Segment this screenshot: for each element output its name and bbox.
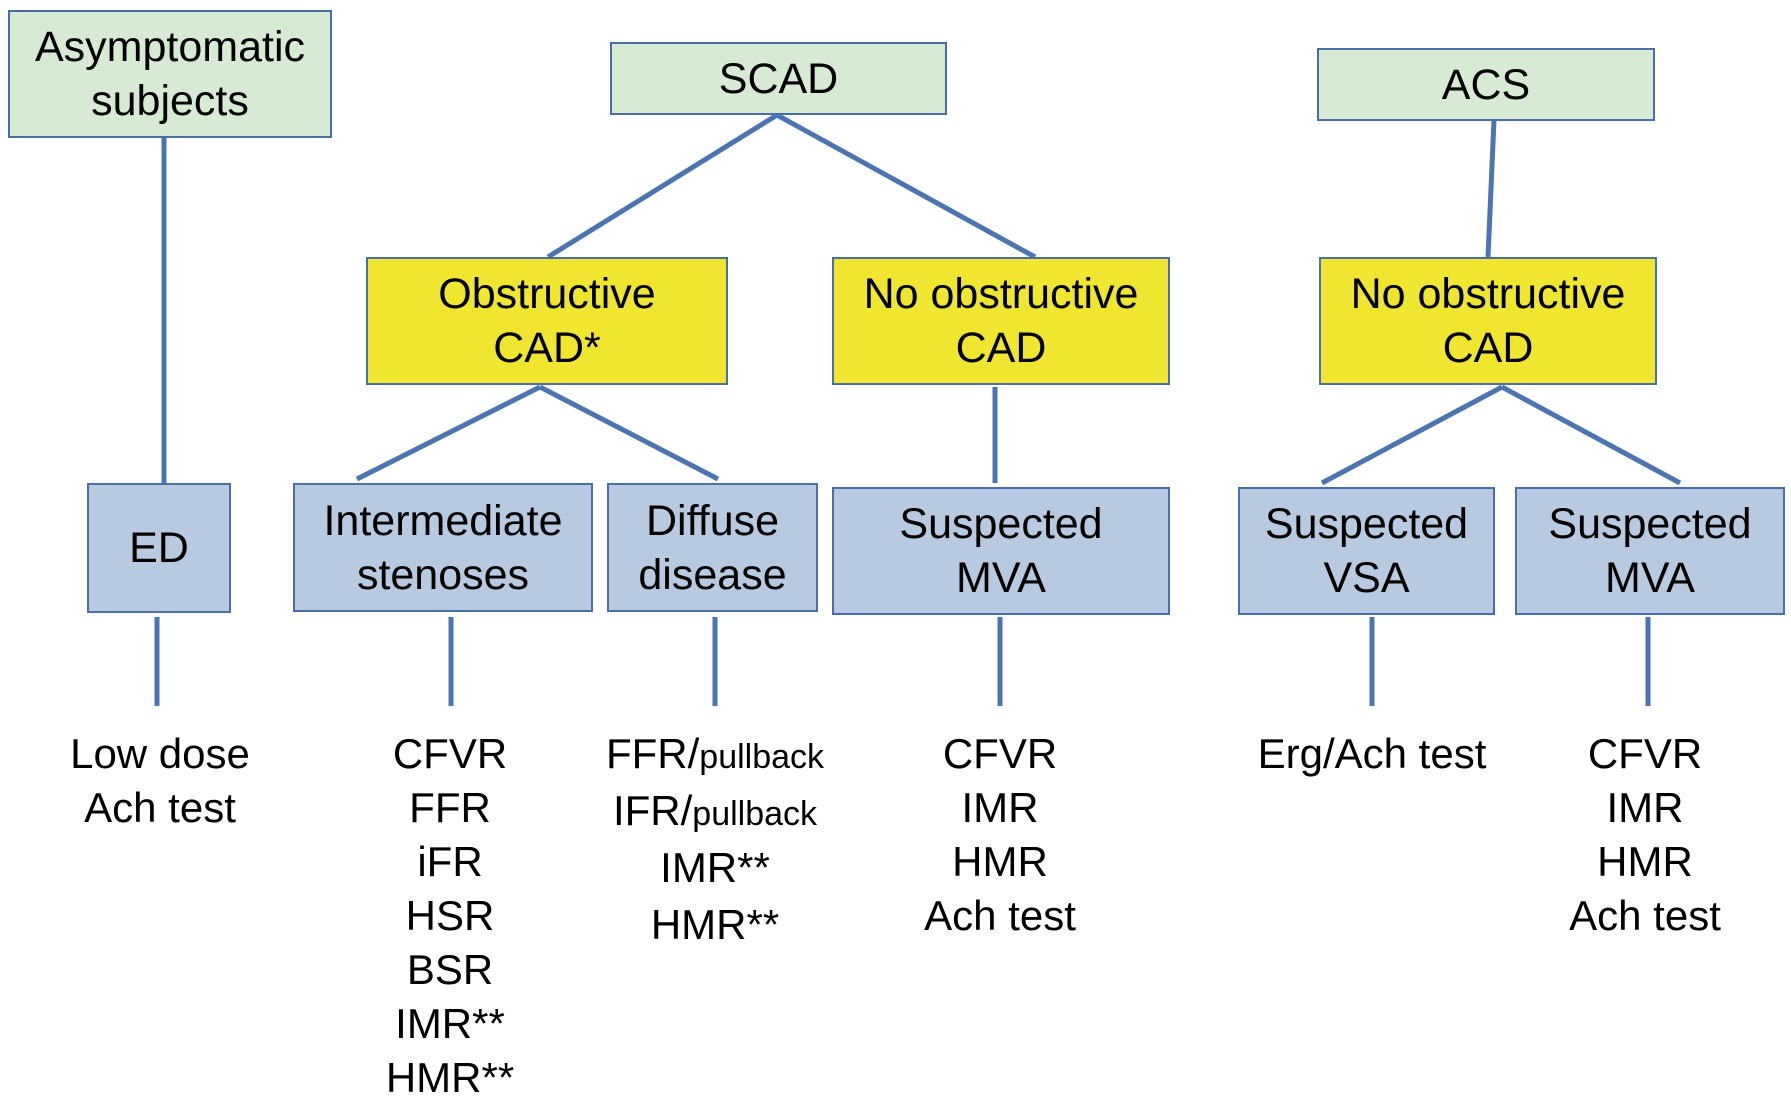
node-label-line: CAD: [955, 324, 1047, 372]
node-acs-suspected-mva: Suspected MVA: [1515, 487, 1785, 615]
node-label-line: CAD*: [493, 324, 601, 372]
test-item-suffix: pullback: [699, 738, 825, 776]
test-item: FFR: [409, 784, 491, 831]
node-label-line: MVA: [956, 554, 1046, 602]
test-item-main: HMR**: [650, 901, 780, 948]
test-item: IMR: [961, 784, 1039, 831]
test-item-suffix: pullback: [692, 795, 818, 833]
node-intermediate-stenoses: Intermediate stenoses: [293, 483, 593, 612]
node-label-line: CAD: [1442, 324, 1534, 372]
node-asymptomatic-subjects: Asymptomatic subjects: [8, 10, 332, 138]
test-item: FFR/pullback: [570, 727, 860, 784]
test-item: HMR**: [570, 898, 860, 955]
node-scad-no-obstructive-cad: No obstructive CAD: [832, 257, 1170, 385]
test-item: HMR**: [385, 1054, 515, 1101]
test-item: HMR: [952, 838, 1048, 885]
node-label-line: MVA: [1605, 554, 1695, 602]
node-ed: ED: [87, 483, 231, 613]
tests-diffuse-disease: FFR/pullback IFR/pullback IMR** HMR**: [570, 727, 860, 955]
test-item: Erg/Ach test: [1257, 730, 1487, 777]
test-item-main: IMR**: [660, 844, 770, 891]
test-item: CFVR: [942, 730, 1058, 777]
node-label-line: SCAD: [718, 54, 839, 103]
tests-intermediate-stenoses: CFVR FFR iFR HSR BSR IMR** HMR**: [340, 727, 560, 1105]
node-label-line: Asymptomatic: [34, 23, 305, 71]
test-item: iFR: [417, 838, 483, 885]
node-label-line: Diffuse: [645, 496, 780, 545]
node-label-line: disease: [638, 550, 787, 599]
connector-acs-mva: [1500, 384, 1682, 486]
test-item: IMR: [1606, 784, 1684, 831]
connector-scad-obstructive: [546, 112, 779, 260]
node-label-line: Suspected: [1264, 500, 1469, 548]
node-label-line: Suspected: [1548, 500, 1752, 548]
test-item-main: IFR/: [612, 787, 693, 834]
node-label-line: Suspected: [899, 500, 1103, 548]
node-label-line: Obstructive: [438, 270, 656, 318]
node-diffuse-disease: Diffuse disease: [607, 483, 818, 612]
test-item: IFR/pullback: [570, 784, 860, 841]
test-item: Ach test: [1569, 892, 1721, 939]
test-item: IMR**: [395, 1000, 505, 1047]
connector-obstructive-diffuse: [538, 384, 720, 482]
test-item-main: FFR/: [605, 730, 700, 777]
connector-acs-no-obstructive: [1485, 119, 1497, 258]
tests-ed: Low dose Ach test: [40, 727, 280, 835]
tests-acs-suspected-mva: CFVR IMR HMR Ach test: [1525, 727, 1765, 943]
node-label-line: ACS: [1441, 60, 1531, 109]
node-scad-suspected-mva: Suspected MVA: [832, 487, 1170, 615]
tests-scad-suspected-mva: CFVR IMR HMR Ach test: [880, 727, 1120, 943]
node-scad: SCAD: [610, 42, 947, 115]
node-label-line: ED: [129, 524, 189, 572]
test-item: BSR: [406, 946, 494, 993]
connector-scad-no-obstructive: [775, 112, 1037, 260]
node-label-line: No obstructive: [1350, 270, 1626, 318]
node-acs: ACS: [1317, 48, 1655, 121]
connector-obstructive-intermediate: [355, 384, 542, 482]
test-item: CFVR: [1587, 730, 1703, 777]
test-item: Low dose: [70, 730, 250, 777]
test-item: IMR**: [570, 841, 860, 898]
connector-acs-vsa: [1320, 384, 1504, 486]
tests-acs-suspected-vsa: Erg/Ach test: [1222, 727, 1522, 781]
node-label-line: stenoses: [356, 550, 530, 599]
node-label-line: subjects: [91, 77, 249, 125]
node-scad-obstructive-cad: Obstructive CAD*: [366, 257, 728, 385]
test-item: HSR: [405, 892, 495, 939]
node-label-line: No obstructive: [863, 270, 1139, 318]
node-label-line: Intermediate: [323, 496, 563, 545]
test-item: Ach test: [924, 892, 1076, 939]
test-item: CFVR: [392, 730, 508, 777]
node-acs-suspected-vsa: Suspected VSA: [1238, 487, 1495, 615]
test-item: Ach test: [84, 784, 236, 831]
node-acs-no-obstructive-cad: No obstructive CAD: [1319, 257, 1657, 385]
node-label-line: VSA: [1323, 554, 1410, 602]
test-item: HMR: [1597, 838, 1693, 885]
